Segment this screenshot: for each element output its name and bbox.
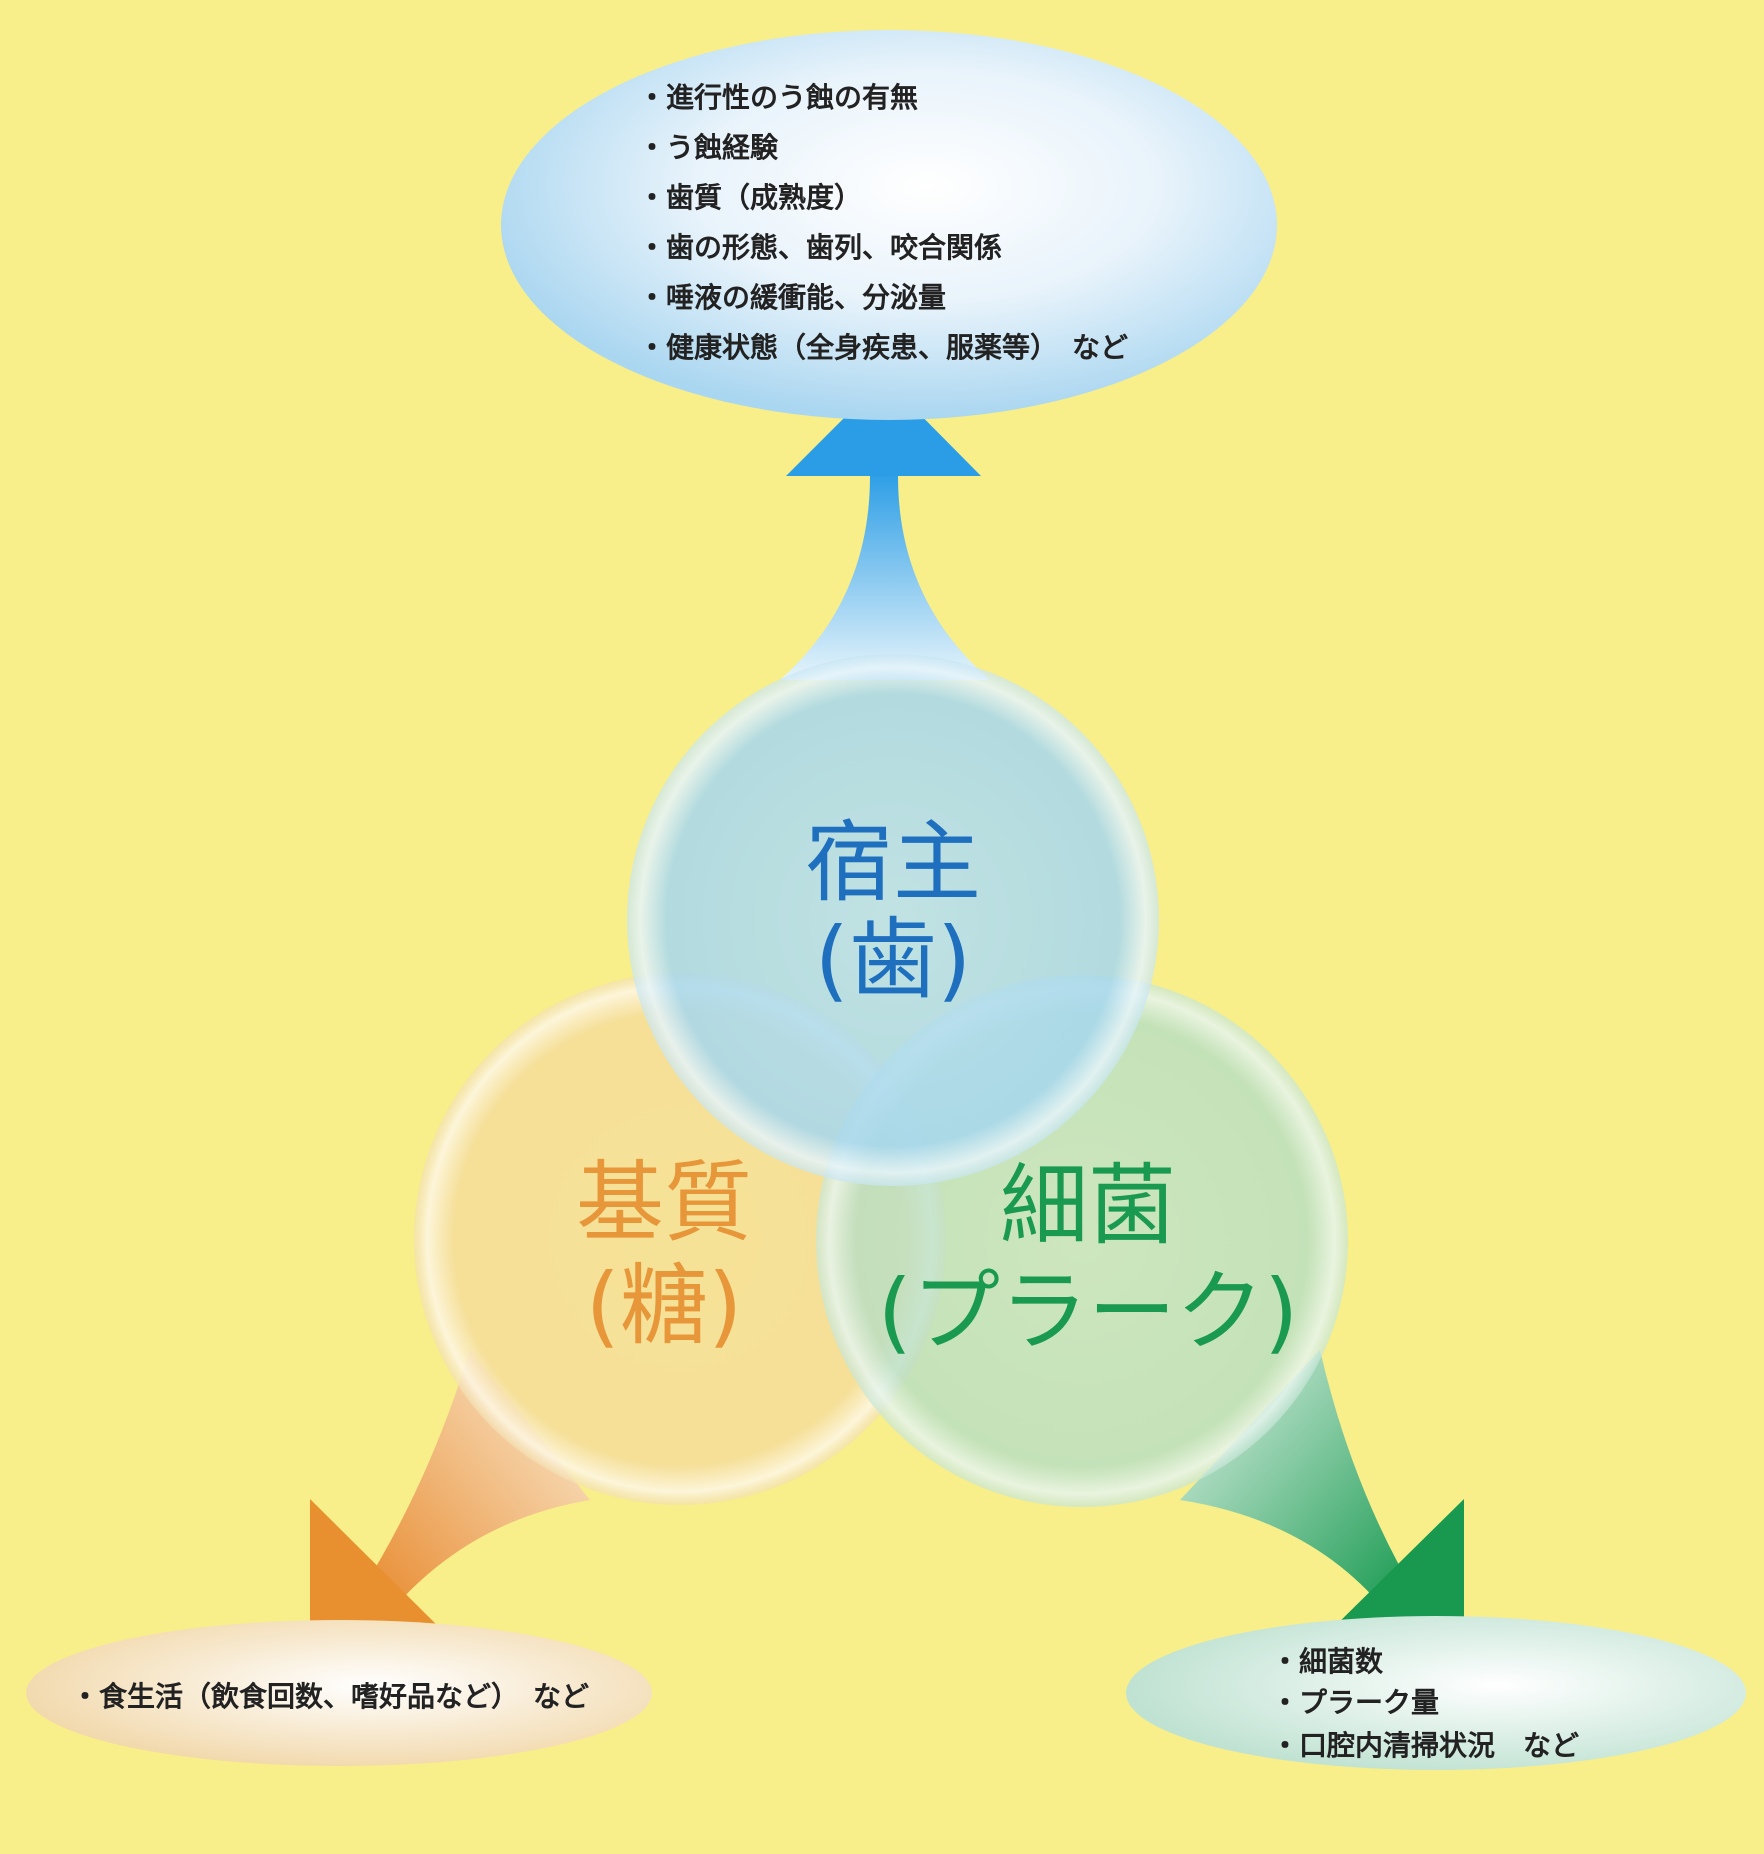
arrow-to-substrate-factors bbox=[310, 1350, 590, 1637]
bacteria-factor: ・細菌数 bbox=[1271, 1645, 1384, 1678]
host-factors-ellipse: ・進行性のう蝕の有無 ・う蝕経験 ・歯質（成熟度） ・歯の形態、歯列、咬合関係 … bbox=[501, 30, 1277, 420]
bacteria-subtitle: (プラーク) bbox=[878, 1260, 1299, 1363]
bacteria-title: 細菌 bbox=[1000, 1154, 1176, 1257]
host-subtitle: (歯) bbox=[815, 908, 972, 1011]
host-factor: ・唾液の緩衝能、分泌量 bbox=[638, 281, 946, 314]
substrate-factors-ellipse: ・食生活（飲食回数、嗜好品など） など bbox=[26, 1620, 652, 1766]
arrow-to-bacteria-factors bbox=[1180, 1350, 1464, 1637]
substrate-title: 基質 bbox=[576, 1151, 752, 1254]
host-factor: ・う蝕経験 bbox=[638, 131, 779, 164]
host-factor: ・歯質（成熟度） bbox=[638, 181, 862, 214]
bacteria-factors-ellipse: ・細菌数 ・プラーク量 ・口腔内清掃状況 など bbox=[1126, 1616, 1746, 1770]
host-factor: ・歯の形態、歯列、咬合関係 bbox=[638, 231, 1002, 264]
bacteria-factor: ・口腔内清掃状況 など bbox=[1271, 1729, 1579, 1762]
host-title: 宿主 bbox=[805, 811, 981, 914]
arrow-to-host-factors bbox=[780, 378, 990, 680]
substrate-subtitle: (糖) bbox=[586, 1254, 743, 1357]
host-factor: ・進行性のう蝕の有無 bbox=[638, 81, 918, 114]
host-circle bbox=[627, 654, 1159, 1186]
host-factor: ・健康状態（全身疾患、服薬等） など bbox=[638, 331, 1128, 364]
bacteria-factor: ・プラーク量 bbox=[1271, 1686, 1439, 1719]
substrate-factor: ・食生活（飲食回数、嗜好品など） など bbox=[71, 1680, 589, 1713]
